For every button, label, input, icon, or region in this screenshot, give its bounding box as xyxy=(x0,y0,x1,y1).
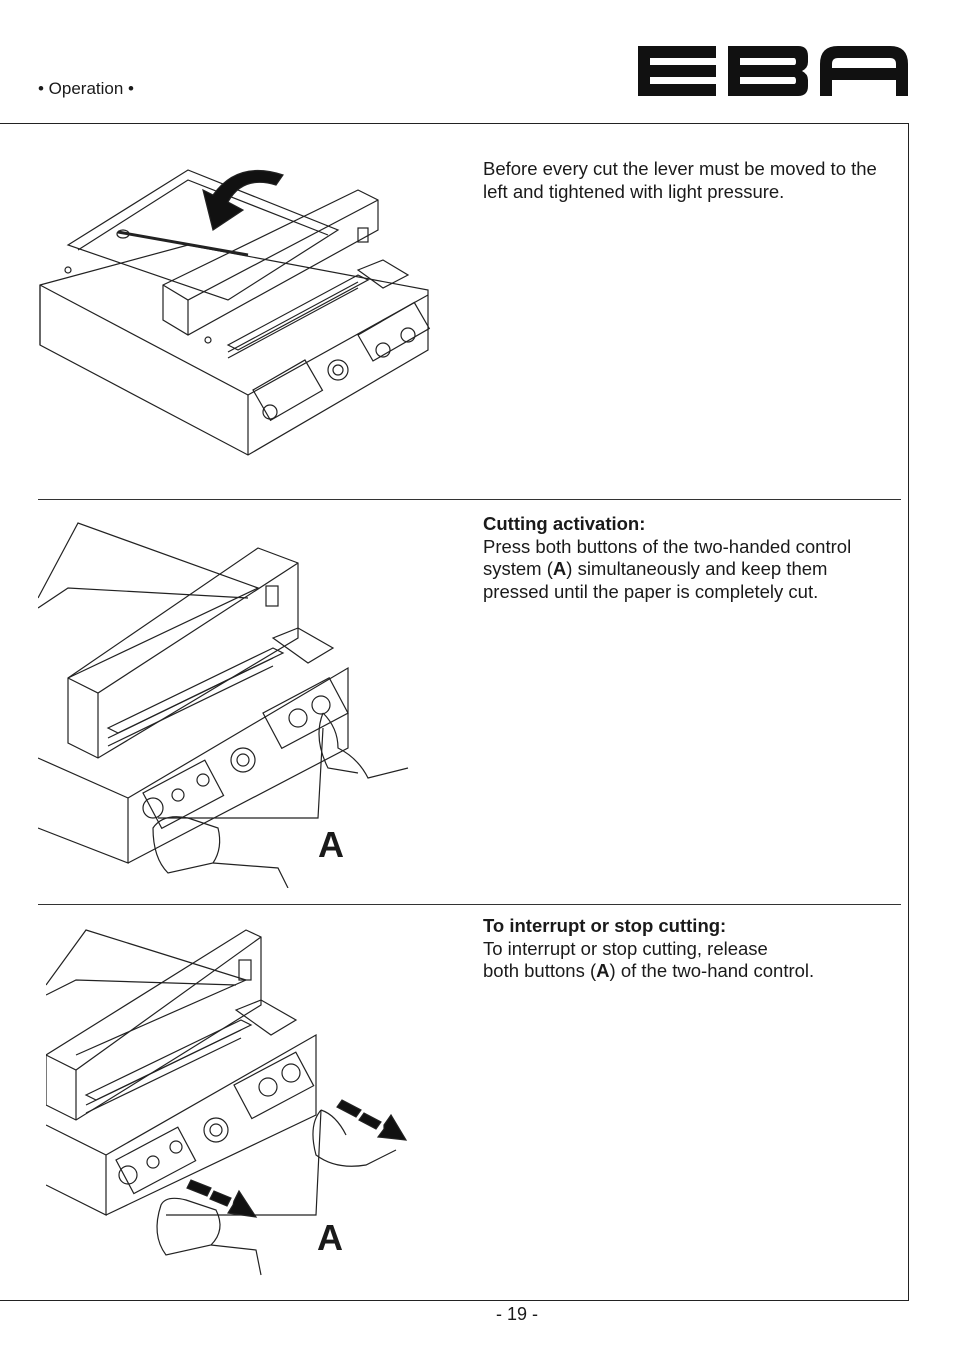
button-reference: A xyxy=(596,960,610,981)
eba-logo xyxy=(638,46,908,96)
instruction-text-after: ) of the two-hand control. xyxy=(609,960,815,981)
instruction-text-before: both buttons ( xyxy=(483,960,597,981)
instruction-lever: Before every cut the lever must be moved… xyxy=(483,158,877,202)
instruction-cutting-activation: Cutting activation: Press both buttons o… xyxy=(483,513,893,603)
content-frame xyxy=(0,123,909,1301)
figure-label-a: A xyxy=(318,824,344,865)
section-label: • Operation • xyxy=(38,79,135,98)
button-reference: A xyxy=(552,558,567,579)
figure-label-a: A xyxy=(317,1217,343,1258)
illustration-cutting-activation xyxy=(38,522,409,888)
illustration-interrupt-cutting xyxy=(46,929,408,1276)
section-divider xyxy=(38,904,901,905)
instruction-interrupt-cutting: To interrupt or stop cutting: To interru… xyxy=(483,915,893,983)
instruction-text-after: ) simultaneously and keep them pressed u… xyxy=(483,558,828,602)
instruction-text-before: Press both buttons of the two-handed con… xyxy=(483,535,852,580)
instruction-line: To interrupt or stop cutting, release xyxy=(483,937,768,959)
illustration-lever-adjustment xyxy=(39,169,431,456)
section-title: Cutting activation: xyxy=(483,513,646,534)
page-number: - 19 - xyxy=(495,1304,538,1324)
section-title: To interrupt or stop cutting: xyxy=(483,915,727,936)
section-divider xyxy=(38,499,901,500)
